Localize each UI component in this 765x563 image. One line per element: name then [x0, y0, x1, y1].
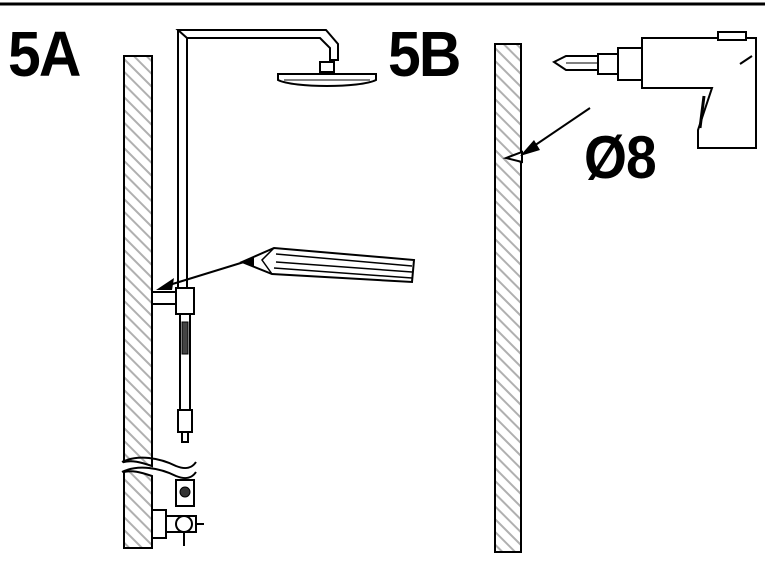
- step-label-5b: 5B: [388, 18, 461, 90]
- drill-icon: [552, 31, 757, 149]
- pipe-fitting: [177, 409, 193, 433]
- arm-connector: [319, 61, 335, 73]
- wall-5b: [494, 43, 522, 553]
- bracket-clamp: [175, 287, 195, 315]
- drill-diameter-label: Ø8: [584, 124, 657, 191]
- pencil-icon: [239, 246, 416, 284]
- shower-arm: [175, 29, 339, 61]
- wall-5a-lower: [123, 470, 153, 549]
- wall-bracket: [151, 291, 179, 305]
- step-label-5a: 5A: [8, 18, 81, 90]
- pipe-grip: [181, 321, 189, 355]
- drill-arrow: [527, 107, 591, 151]
- wall-break-line: [121, 466, 197, 480]
- pipe-nut: [181, 431, 189, 443]
- mark-arrowhead: [156, 278, 174, 290]
- drill-arrowhead: [520, 140, 540, 156]
- mixer-knob: [179, 486, 191, 498]
- wall-5a-upper: [123, 55, 153, 468]
- panel-5a: [121, 29, 416, 549]
- drill-hole-mark: [502, 150, 523, 164]
- panel-5b: [494, 31, 757, 553]
- mixer-wall-plate: [151, 509, 167, 539]
- riser-pipe: [177, 29, 188, 291]
- mixer-dial: [175, 515, 193, 533]
- mark-arrow: [165, 261, 245, 287]
- wall-break-line: [121, 456, 197, 470]
